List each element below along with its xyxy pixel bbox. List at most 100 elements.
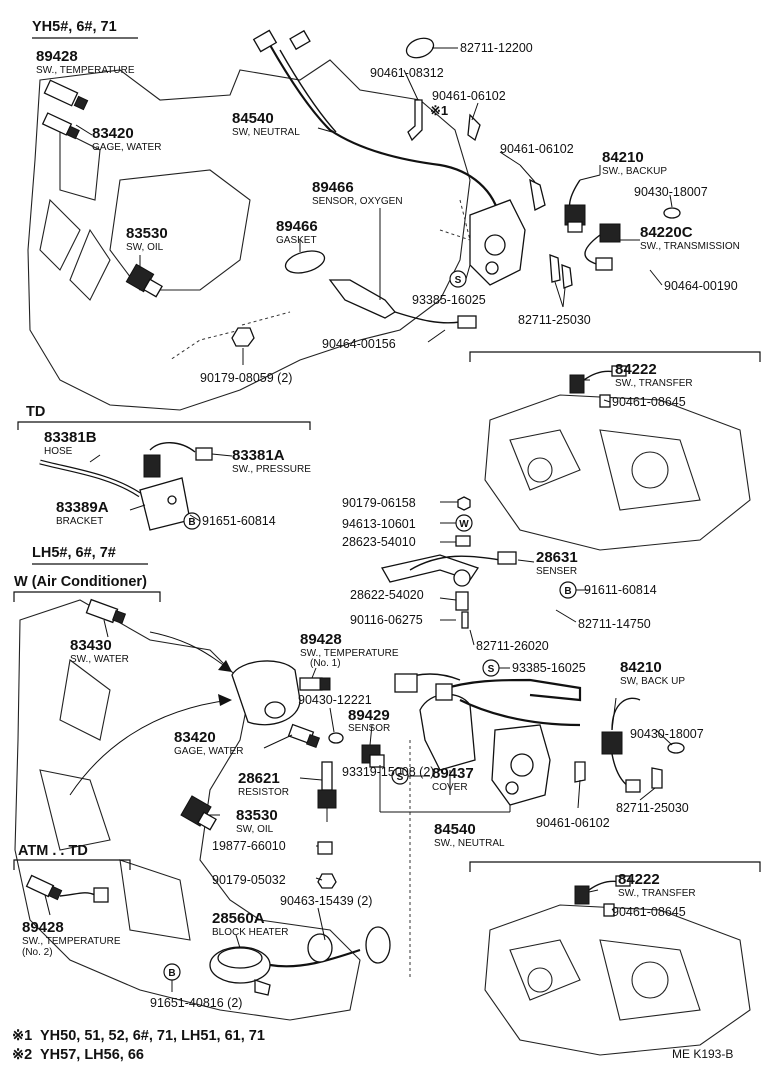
- part-name: SW., TEMPERATURE: [36, 65, 135, 76]
- neutral-switch-body: [439, 199, 526, 286]
- part-number: 84210: [602, 149, 644, 166]
- part-number: 84222: [615, 361, 657, 378]
- part-name: RESISTOR: [238, 787, 289, 798]
- svg-text:90430-18007: 90430-18007: [630, 727, 704, 741]
- footnote-1-text: YH50, 51, 52, 6#, 71, LH51, 61, 71: [40, 1028, 265, 1044]
- neutral-switch-harness: [252, 29, 502, 221]
- svg-text:94613-10601: 94613-10601: [342, 517, 416, 531]
- part-number: 89428: [36, 48, 78, 65]
- part-name: SW, NEUTRAL: [232, 127, 300, 138]
- part-name: SENSOR, OXYGEN: [312, 196, 403, 207]
- svg-text:28623-54010: 28623-54010: [342, 535, 416, 549]
- backup-switch-part: [564, 179, 586, 233]
- svg-text:82711-14750: 82711-14750: [578, 617, 651, 631]
- section-heading-atm: ATM . . TD: [18, 843, 88, 859]
- transmission-switch-part: [584, 207, 681, 271]
- oil-switch-part: [125, 263, 163, 298]
- part-codes: 82711-12200 90461-08312 90461-06102 ※1 9…: [150, 41, 738, 1010]
- section-heading-td: TD: [26, 404, 45, 420]
- svg-text:91611-60814: 91611-60814: [584, 583, 657, 597]
- svg-text:90430-18007: 90430-18007: [634, 185, 708, 199]
- part-number: 89429: [348, 707, 390, 724]
- oil-switch-lower-part: [180, 795, 217, 831]
- water-switch-part: [85, 598, 127, 625]
- part-number: 28631: [536, 549, 578, 566]
- svg-text:90461-06102: 90461-06102: [500, 142, 574, 156]
- svg-text:90179-06158: 90179-06158: [342, 496, 416, 510]
- part-name: SW., TRANSFER: [615, 378, 693, 389]
- b-marks: B B B: [163, 512, 577, 981]
- svg-text:90461-06102: 90461-06102: [432, 89, 506, 103]
- svg-text:82711-12200: 82711-12200: [460, 41, 533, 55]
- svg-text:93385-16025: 93385-16025: [412, 293, 486, 307]
- part-number: 28621: [238, 770, 280, 787]
- svg-text:90464-00190: 90464-00190: [664, 279, 738, 293]
- block-heater-part: [209, 926, 391, 996]
- temperature-switch-no1-part: [299, 677, 331, 691]
- part-name: SW., TRANSMISSION: [640, 241, 740, 252]
- bracket-parts: [407, 99, 573, 289]
- neutral-switch-lower-body: [491, 724, 551, 806]
- part-name: SW., PRESSURE: [232, 464, 311, 475]
- s-marks: S S S: [391, 270, 500, 785]
- svg-text:91651-40816 (2): 91651-40816 (2): [150, 996, 242, 1010]
- footnotes: ※1 YH50, 51, 52, 6#, 71, LH51, 61, 71 ※2…: [12, 1028, 733, 1063]
- washer-mark: W: [459, 519, 469, 530]
- leader-lines: [44, 47, 673, 992]
- senser-assembly: W: [380, 496, 517, 629]
- part-number: 83381A: [232, 447, 285, 464]
- svg-text:82711-25030: 82711-25030: [518, 313, 591, 327]
- part-name: SW., BACKUP: [602, 166, 667, 177]
- svg-text:19877-66010: 19877-66010: [212, 839, 286, 853]
- water-gage-lower-part: [287, 723, 321, 749]
- svg-text:90116-06275: 90116-06275: [350, 613, 423, 627]
- svg-text:91651-60814: 91651-60814: [202, 514, 276, 528]
- part-number: 89466: [276, 218, 318, 235]
- drawing-code: ME K193-B: [672, 1047, 733, 1061]
- svg-text:90179-08059 (2): 90179-08059 (2): [200, 371, 292, 385]
- backup-switch-lower-part: [574, 697, 685, 793]
- svg-text:90461-08645: 90461-08645: [612, 395, 686, 409]
- svg-text:93385-16025: 93385-16025: [512, 661, 586, 675]
- transfer-switch-part-lower: [574, 875, 631, 917]
- svg-text:90461-06102: 90461-06102: [536, 816, 610, 830]
- svg-text:S: S: [455, 275, 462, 286]
- svg-text:82711-26020: 82711-26020: [476, 639, 549, 653]
- section-brackets: [13, 37, 761, 872]
- part-number: 83420: [92, 125, 134, 142]
- part-name: SW., TEMPERATURE: [300, 648, 399, 659]
- footnote-2-mark: ※2: [12, 1047, 32, 1063]
- part-number: 84540: [434, 821, 476, 838]
- part-number: 83530: [236, 807, 278, 824]
- footnote-2-text: YH57, LH56, 66: [40, 1047, 144, 1063]
- sensor-89429-part: [328, 732, 385, 768]
- part-number: 83381B: [44, 429, 97, 446]
- svg-text:90430-12221: 90430-12221: [298, 693, 372, 707]
- lower-engine-outline: [14, 599, 411, 1021]
- part-name: SW, BACK UP: [620, 676, 685, 687]
- cover-and-harness: [394, 673, 582, 771]
- part-number: 83420: [174, 729, 216, 746]
- part-name: SW, OIL: [236, 824, 274, 835]
- svg-text:90461-08312: 90461-08312: [370, 66, 444, 80]
- transfer-case-upper: [484, 394, 751, 551]
- part-name-suffix: (No. 2): [22, 947, 53, 958]
- part-number: 89428: [22, 919, 64, 936]
- svg-text:28622-54020: 28622-54020: [350, 588, 424, 602]
- part-number: 84210: [620, 659, 662, 676]
- part-name: SW, OIL: [126, 242, 164, 253]
- part-name: GAGE, WATER: [174, 746, 243, 757]
- part-name: SW., TEMPERATURE: [22, 936, 121, 947]
- svg-text:90179-05032: 90179-05032: [212, 873, 286, 887]
- footnote-1-mark: ※1: [12, 1028, 32, 1044]
- part-number: 28560A: [212, 910, 265, 927]
- part-name: BLOCK HEATER: [212, 927, 289, 938]
- part-name: SENSOR: [348, 723, 390, 734]
- part-name: SW., WATER: [70, 654, 129, 665]
- svg-text:S: S: [397, 772, 404, 783]
- svg-text:90463-15439 (2): 90463-15439 (2): [280, 894, 372, 908]
- svg-text:93319-15008 (2): 93319-15008 (2): [342, 765, 434, 779]
- part-name-suffix: (No. 1): [310, 658, 341, 669]
- thermostat-housing: [231, 660, 301, 726]
- oxygen-sensor-part: [284, 250, 477, 329]
